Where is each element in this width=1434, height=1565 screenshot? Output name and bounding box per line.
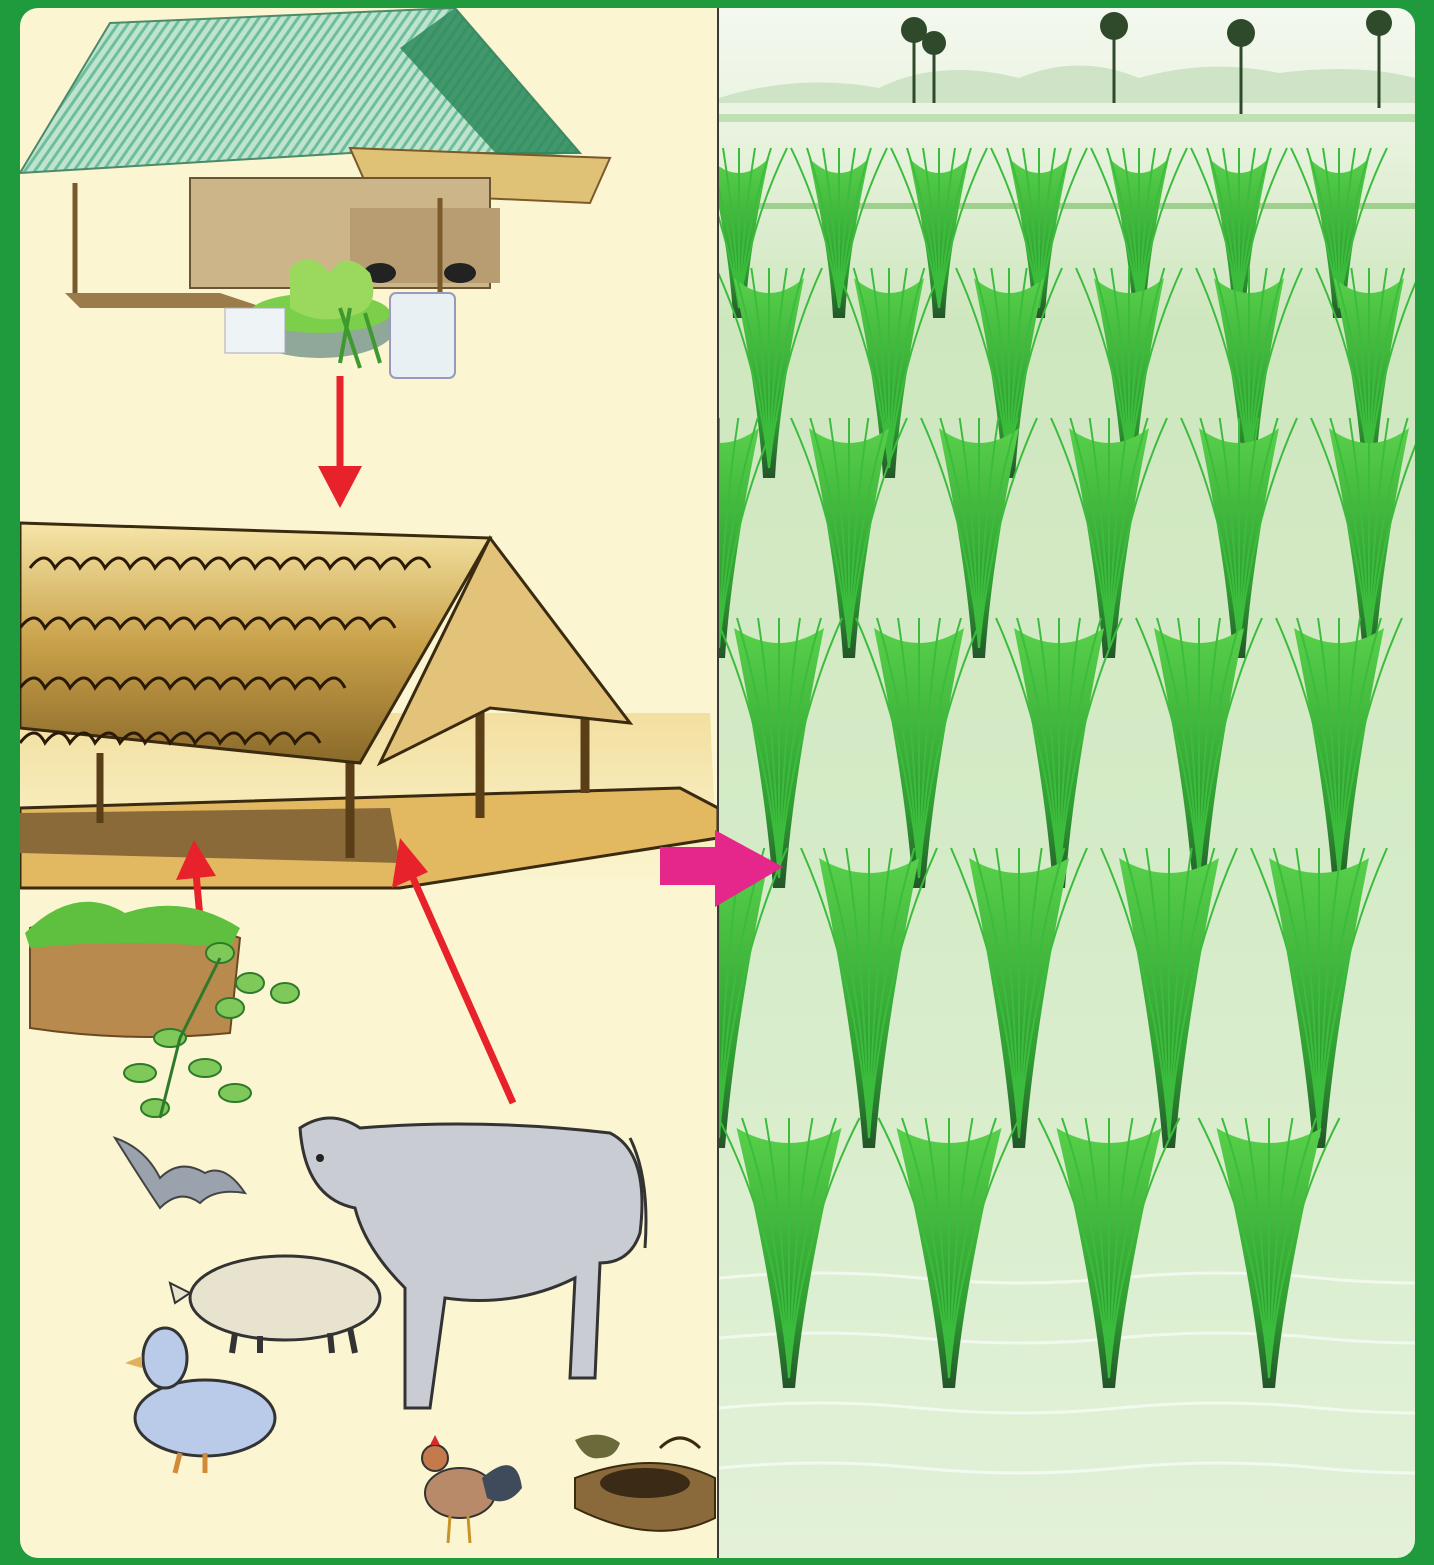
rice-clump <box>951 848 1087 1148</box>
rice-paddy-field-icon <box>719 8 1415 1558</box>
rice-clump <box>1039 1118 1180 1388</box>
arrow-to-paddy-field <box>655 825 795 915</box>
rooster-icon <box>422 1435 522 1543</box>
rice-clump <box>1101 848 1237 1148</box>
cow-icon <box>300 1118 646 1408</box>
pig-icon <box>170 1256 380 1353</box>
duck-icon <box>125 1328 275 1473</box>
rice-clump <box>1051 418 1167 658</box>
rice-clump <box>1251 848 1387 1148</box>
livestock-icon <box>115 1118 715 1543</box>
right-panel <box>719 8 1415 1558</box>
rice-clump <box>801 848 937 1148</box>
rice-clump <box>719 1118 860 1388</box>
rice-clump <box>996 618 1122 888</box>
left-panel <box>20 8 718 1558</box>
rice-clumps <box>719 148 1415 1388</box>
manure-basket-icon <box>575 1435 715 1531</box>
left-panel-illustration <box>20 8 718 1558</box>
soil-and-leaves-icon <box>25 902 299 1118</box>
kitchen-hut-with-waste-icon <box>20 8 610 378</box>
rice-clump <box>1199 1118 1340 1388</box>
rice-clump <box>1136 618 1262 888</box>
rice-clump <box>879 1118 1020 1388</box>
rice-clump <box>856 618 982 888</box>
bat-icon <box>115 1138 245 1208</box>
arrow-kitchen-to-shed <box>318 376 362 508</box>
thatched-compost-shed-icon <box>20 523 718 888</box>
rice-clump <box>1276 618 1402 888</box>
